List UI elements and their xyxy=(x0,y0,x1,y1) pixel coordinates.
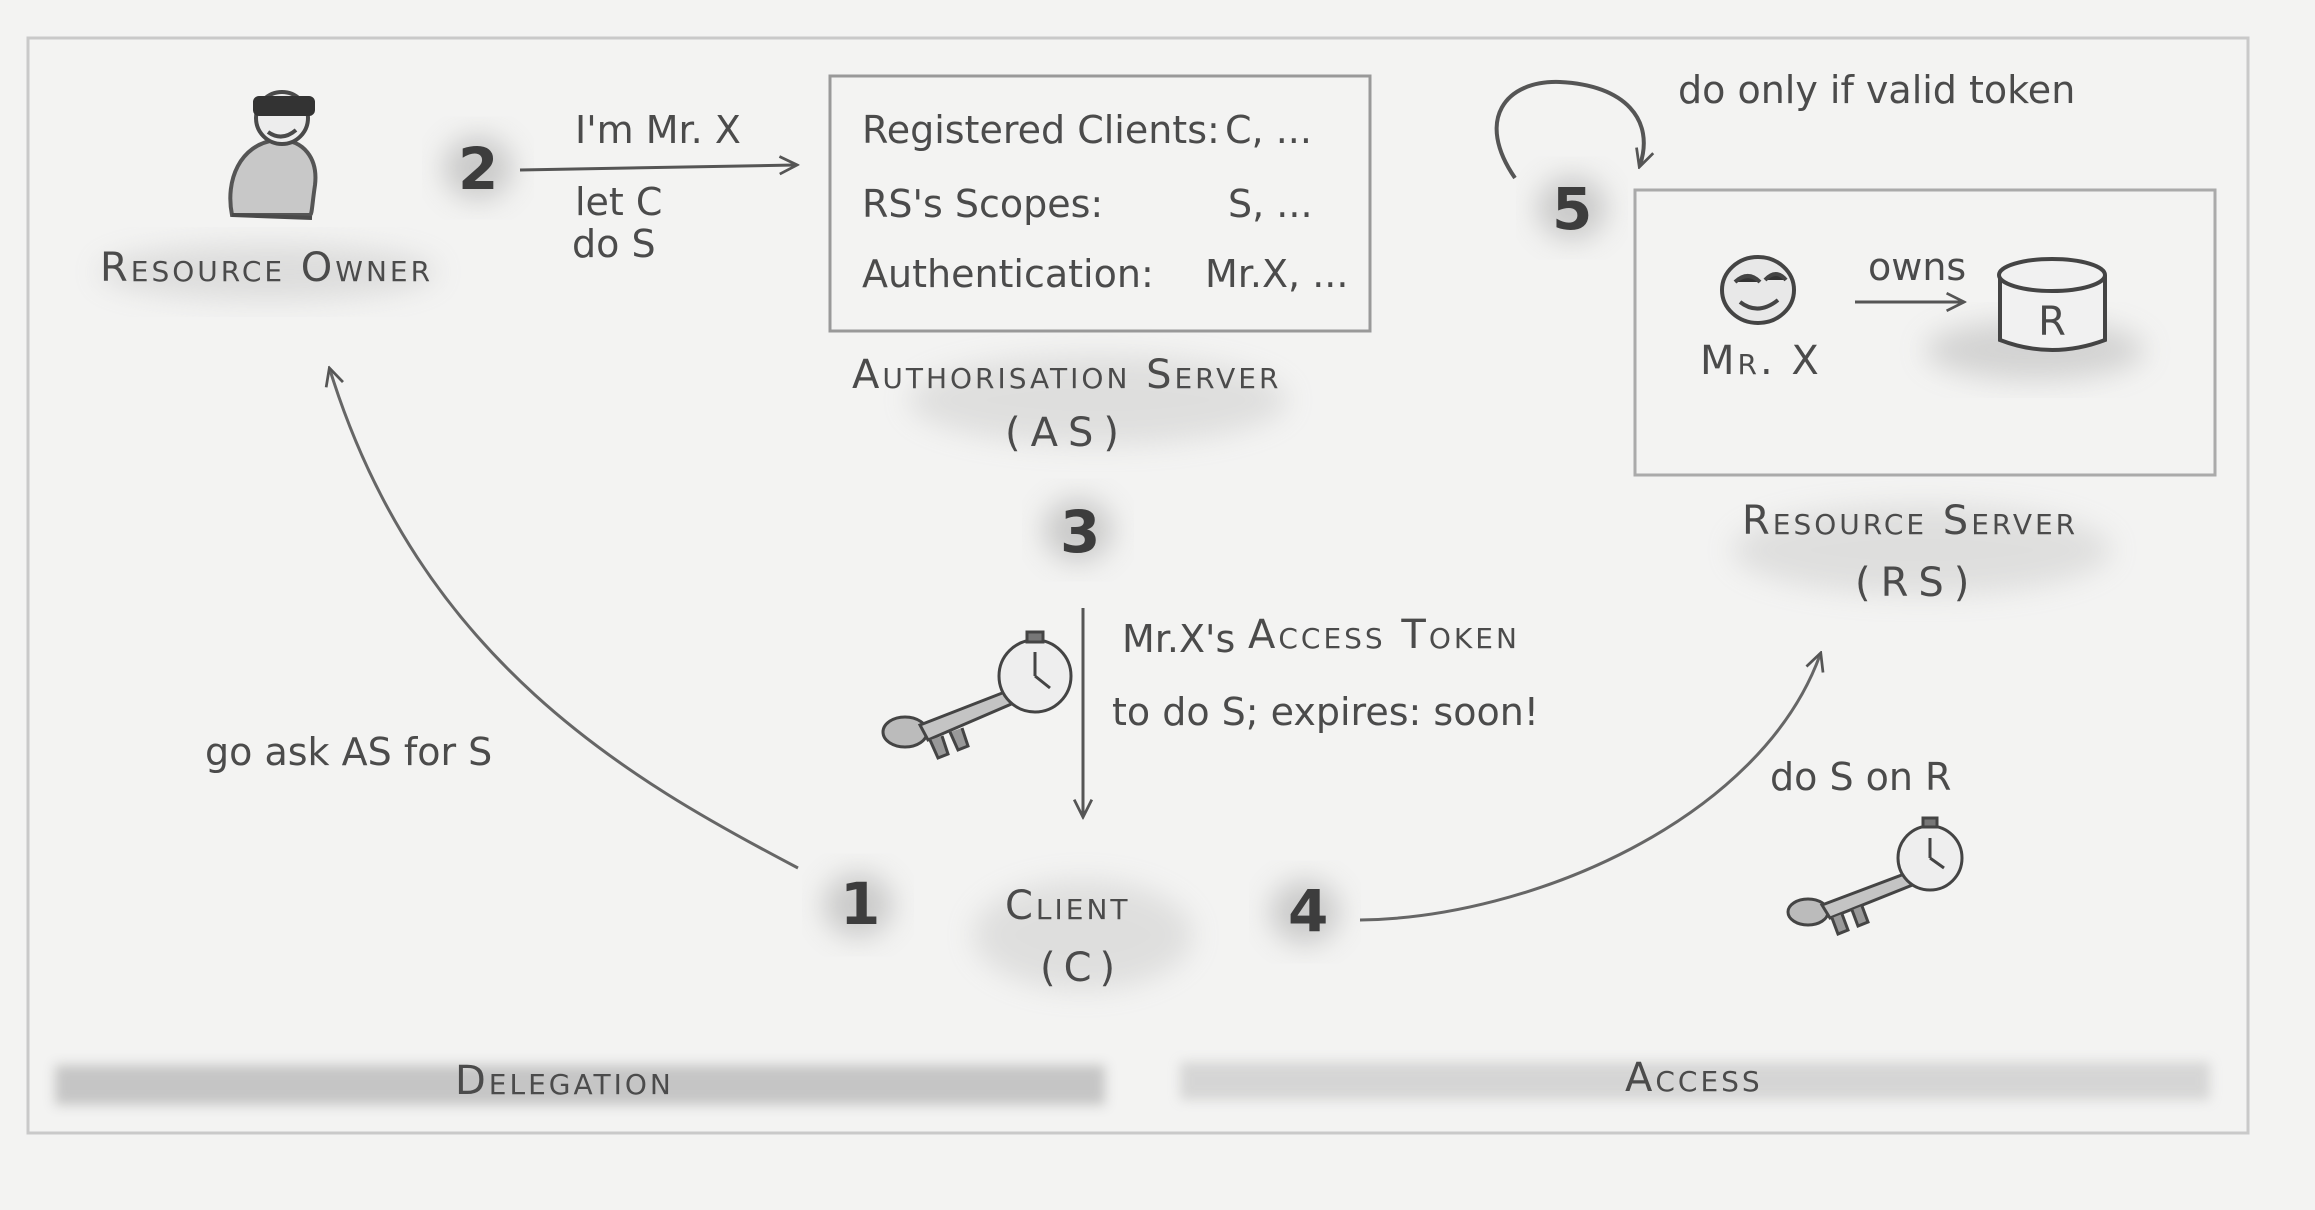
mr-x-label: Mr. X xyxy=(1700,338,1822,384)
step2-arrow xyxy=(519,165,795,170)
as-row-scopes-value: S, ... xyxy=(1228,182,1313,226)
step2-line3: do S xyxy=(572,222,656,266)
access-band xyxy=(1180,1062,2210,1100)
step3-line1-caps: Access Token xyxy=(1248,612,1520,658)
as-label: Authorisation Server xyxy=(852,352,1282,398)
rs-box xyxy=(1633,188,2217,477)
resource-owner-label: Resource Owner xyxy=(100,245,434,291)
as-row-authentication-value: Mr.X, ... xyxy=(1205,252,1349,296)
section-delegation: Delegation xyxy=(455,1058,674,1104)
step5-note: do only if valid token xyxy=(1678,68,2076,112)
step-1-number: 1 xyxy=(840,870,881,938)
step3-line1-pre: Mr.X's xyxy=(1122,617,1236,661)
as-row-authentication: Authentication: xyxy=(862,252,1154,296)
outer-frame xyxy=(26,36,2250,1135)
client-label: Client xyxy=(1005,883,1131,929)
step-2-number: 2 xyxy=(458,135,499,203)
rs-abbr: (RS) xyxy=(1855,560,1980,606)
step-4-number: 4 xyxy=(1288,877,1329,945)
step4-note: do S on R xyxy=(1770,755,1952,799)
key-icon xyxy=(881,688,1019,760)
as-box xyxy=(828,74,1372,333)
delegation-band xyxy=(55,1065,1105,1105)
as-row-registered-clients-value: C, ... xyxy=(1225,108,1312,152)
as-row-registered-clients: Registered Clients: xyxy=(862,108,1220,152)
key-icon xyxy=(1786,868,1922,936)
smiley-icon xyxy=(1720,255,1796,325)
rs-label: Resource Server xyxy=(1742,498,2079,544)
stopwatch-icon xyxy=(1896,816,1964,892)
step2-line1: I'm Mr. X xyxy=(575,108,741,152)
section-access: Access xyxy=(1625,1055,1763,1101)
client-abbr: (C) xyxy=(1040,945,1124,991)
stopwatch-icon xyxy=(997,630,1073,714)
owns-label: owns xyxy=(1868,245,1967,289)
step1-note: go ask AS for S xyxy=(205,730,493,774)
person-icon xyxy=(228,90,318,220)
database-icon xyxy=(1997,257,2107,352)
step-5-number: 5 xyxy=(1552,175,1593,243)
resource-letter: R xyxy=(2038,299,2066,345)
step1-arrow xyxy=(330,370,799,870)
as-abbr: (AS) xyxy=(1005,410,1129,456)
step-3-number: 3 xyxy=(1060,498,1101,566)
step4-arrow xyxy=(1359,655,1820,922)
step2-line2: let C xyxy=(575,180,663,224)
as-row-scopes: RS's Scopes: xyxy=(862,182,1104,226)
step3-line2: to do S; expires: soon! xyxy=(1112,690,1540,734)
step5-loop-arrow xyxy=(1494,79,1644,180)
